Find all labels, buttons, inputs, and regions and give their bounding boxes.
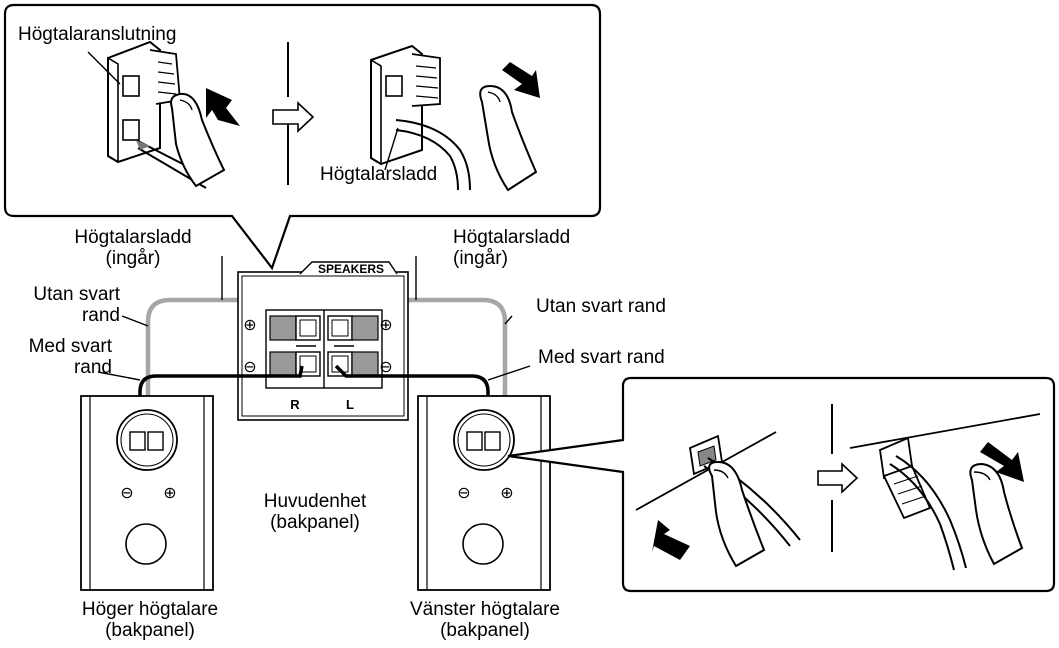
top-callout [3,3,602,271]
left-speaker-label: Vänster högtalare (bakpanel) [370,599,600,641]
stripe-right-label: Med svart rand [538,347,665,368]
main-unit-label: Huvudenhet (bakpanel) [230,491,400,533]
speakers-panel-title: SPEAKERS [318,262,384,276]
speaker-cord-right-line1: Högtalarsladd [453,227,571,248]
right-speaker-line1: Höger högtalare [81,599,219,620]
bottom-callout [507,376,1056,593]
right-speaker-minus: ⊖ [120,483,133,502]
channel-l-label: L [346,397,354,412]
panel-plus-l: ⊕ [379,315,392,334]
speaker-connector-label: Högtalaranslutning [18,24,177,45]
no-stripe-left-label: Utan svart rand [0,284,120,326]
speaker-cord-left-line1: Högtalarsladd [74,227,192,248]
right-speaker-plus: ⊕ [163,483,176,502]
speaker-cord-left-line2: (ingår) [105,248,161,269]
no-stripe-left-line2: rand [81,305,120,326]
speaker-cord-left-label: Högtalarsladd (ingår) [58,227,208,269]
no-stripe-right-label: Utan svart rand [536,296,666,317]
right-speaker-label: Höger högtalare (bakpanel) [40,599,260,641]
left-speaker-plus: ⊕ [500,483,513,502]
main-unit-panel: SPEAKERS ⊕ ⊖ ⊕ ⊖ R L [237,261,409,421]
speaker-cord-right-line2: (ingår) [453,248,508,269]
leader-lines [87,51,531,381]
channel-r-label: R [290,397,300,412]
panel-minus-r: ⊖ [243,357,256,376]
main-unit-line2: (bakpanel) [270,512,360,533]
left-speaker-line1: Vänster högtalare [410,599,560,620]
left-speaker-panel: ⊖ ⊕ [417,395,551,591]
main-unit-line1: Huvudenhet [263,491,367,512]
black-cords [138,364,490,440]
panel-plus-r: ⊕ [243,315,256,334]
speaker-cord-top-label: Högtalarsladd [320,164,438,185]
speaker-cord-right-label: Högtalarsladd (ingår) [453,227,570,269]
stripe-left-label: Med svart rand [0,336,112,378]
left-speaker-line2: (bakpanel) [440,620,530,641]
terminal-pressed-illustration [107,40,240,189]
right-speaker-panel: ⊖ ⊕ [80,395,214,591]
left-speaker-minus: ⊖ [457,483,470,502]
no-stripe-left-line1: Utan svart [33,284,120,305]
terminal-released-illustration [370,44,540,192]
panel-minus-l: ⊖ [379,357,392,376]
stripe-left-line1: Med svart [28,336,112,357]
right-speaker-line2: (bakpanel) [105,620,195,641]
stripe-left-line2: rand [73,357,112,378]
